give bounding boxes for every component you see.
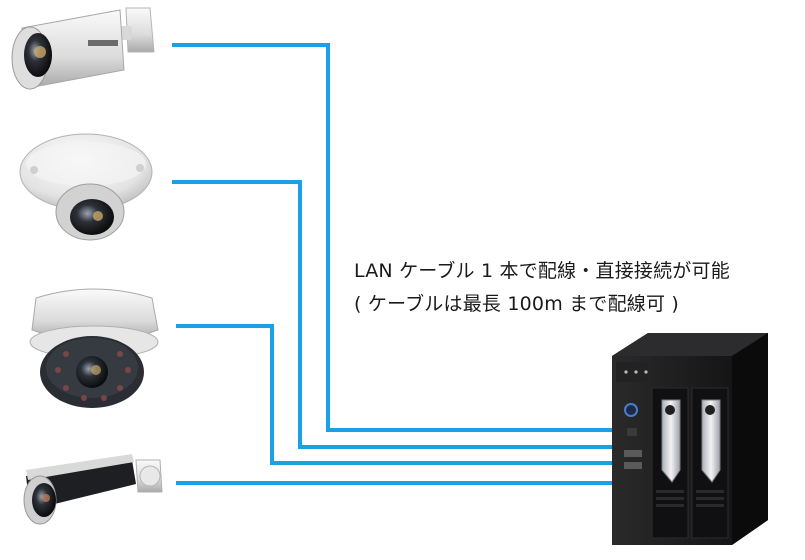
cable-1 [172,43,614,432]
nvr-icon [612,333,768,545]
bullet-camera-icon [11,7,155,90]
mini-dome-camera-icon [19,133,153,241]
caption-line-1: LAN ケーブル 1 本で配線・直接接続が可能 [354,260,730,282]
long-bullet-camera-icon [23,454,163,525]
cable-3 [176,324,614,465]
ir-dome-camera-icon [29,288,159,408]
caption-line-2: ( ケーブルは最長 100m まで配線可 ) [354,293,680,315]
lan-cables [172,43,614,485]
cable-2 [172,180,614,449]
